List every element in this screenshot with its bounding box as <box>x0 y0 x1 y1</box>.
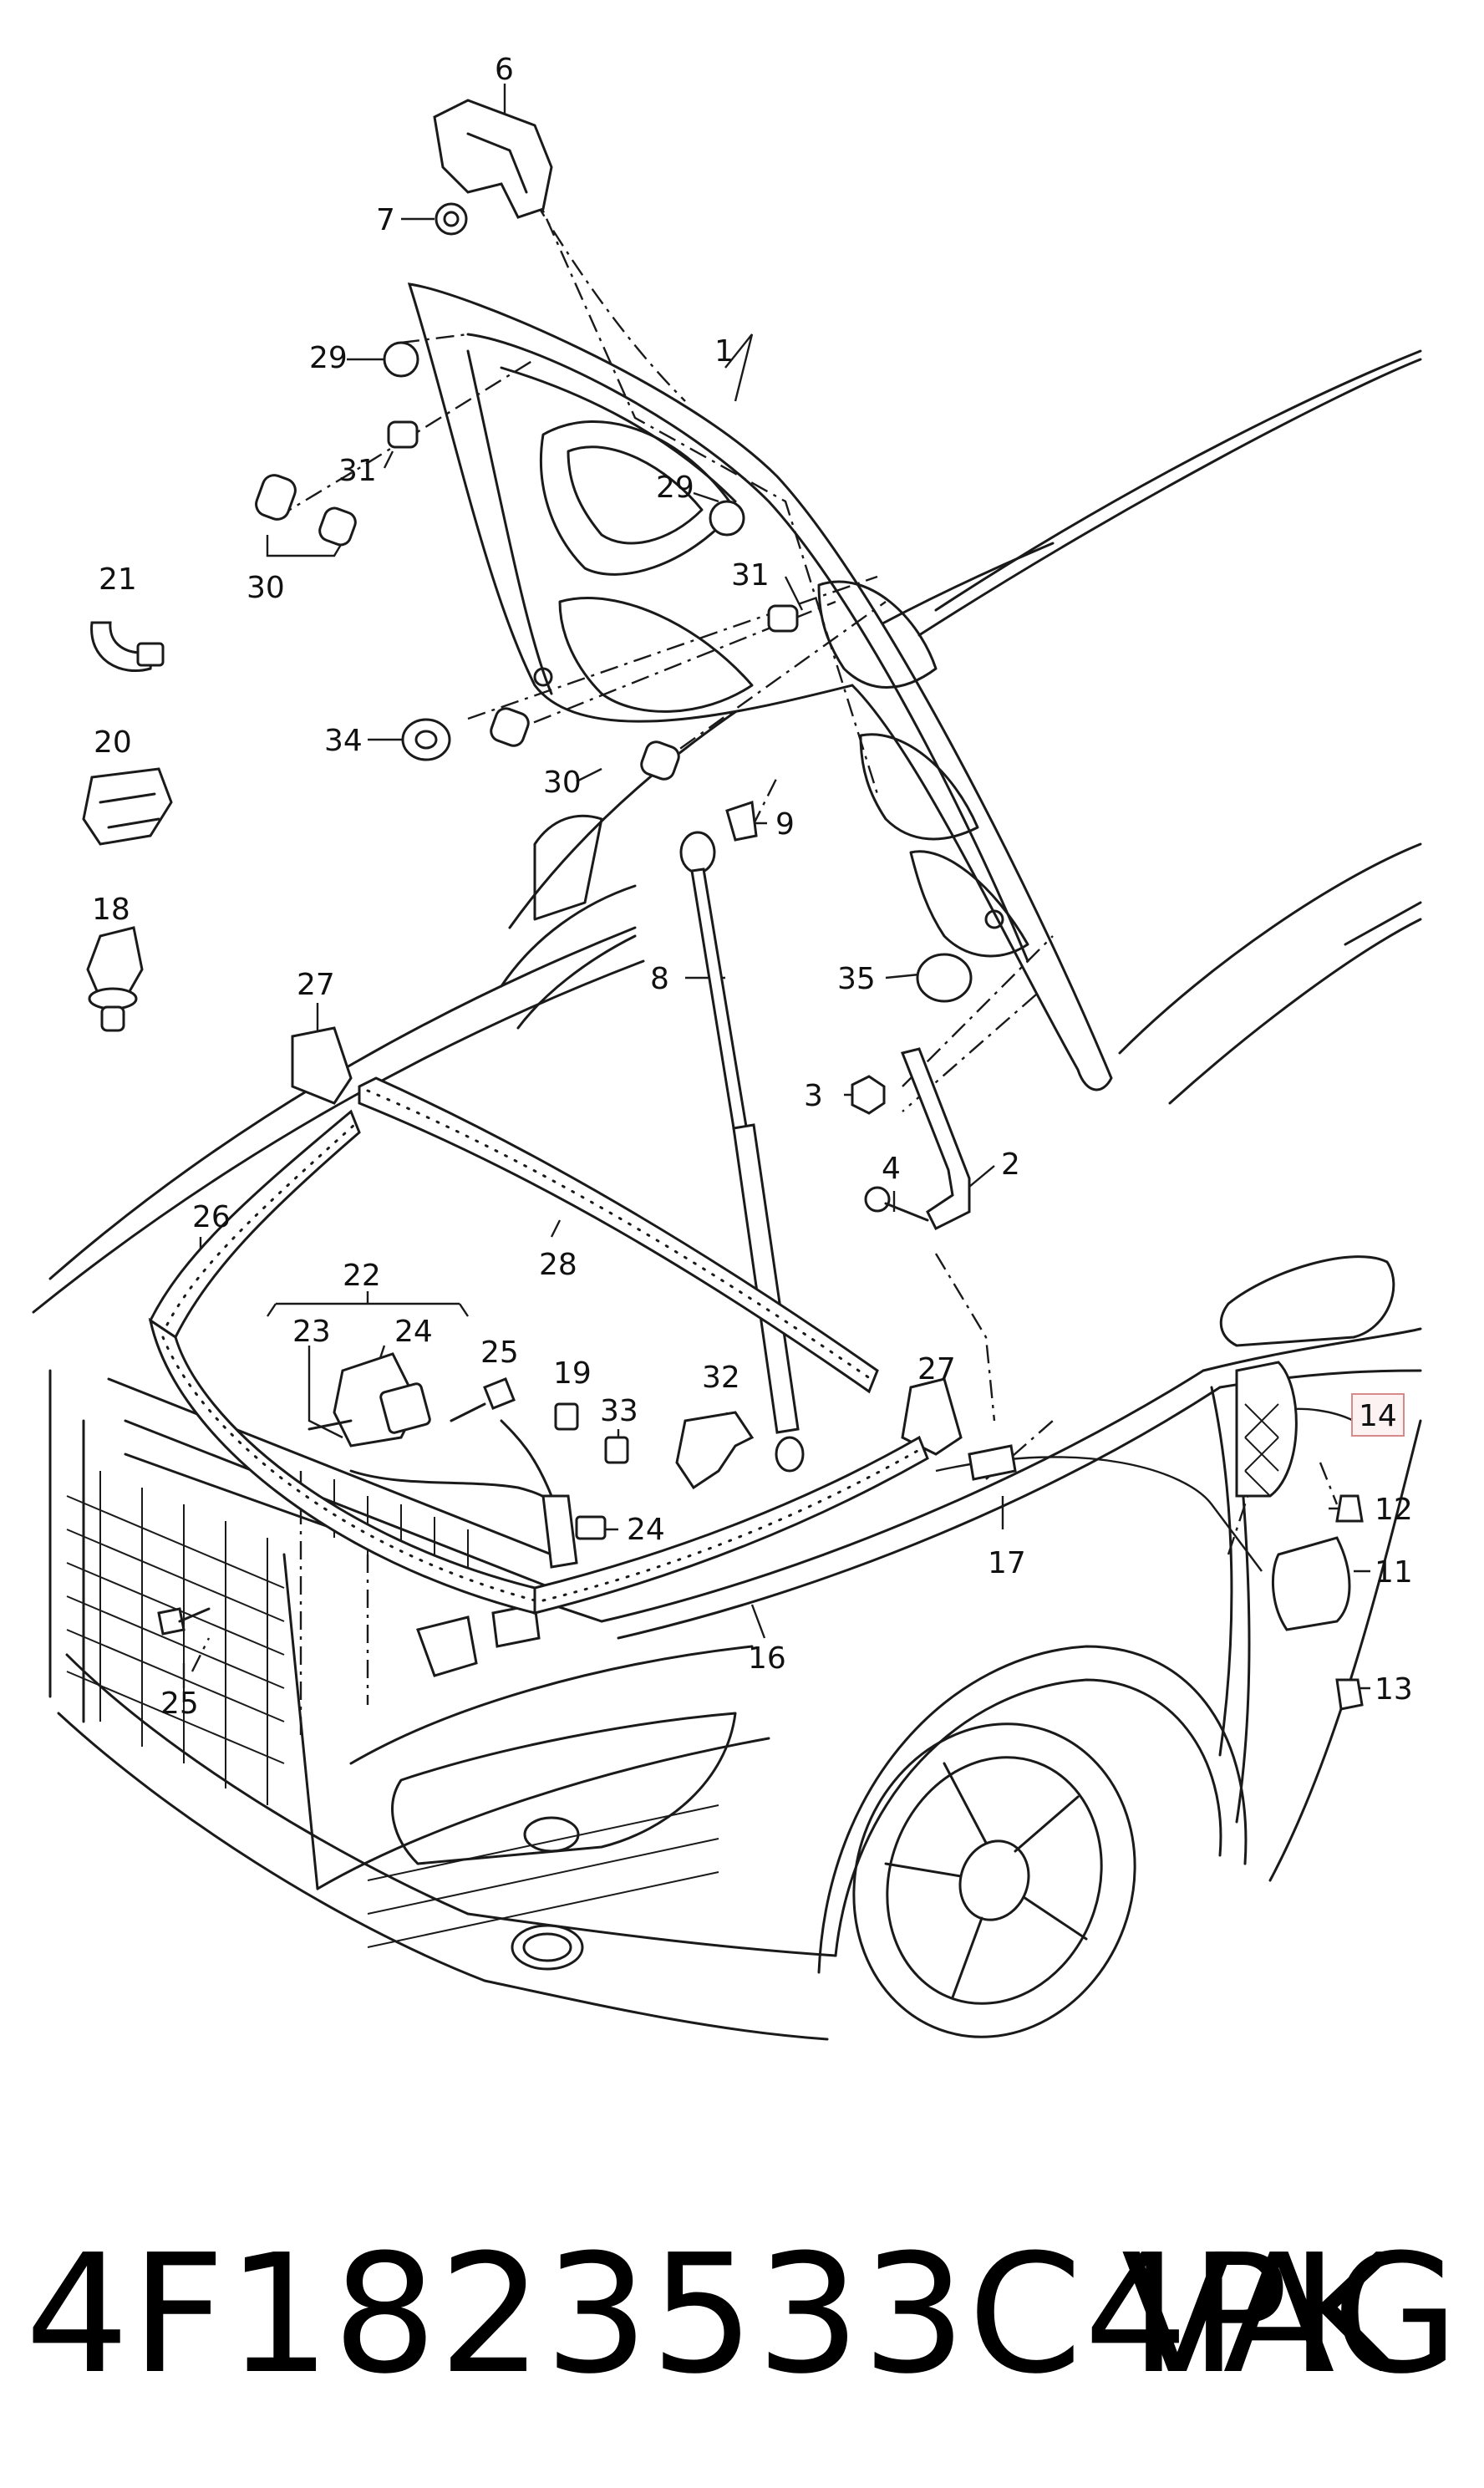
callout-27b: 27 <box>917 1352 956 1386</box>
seals <box>148 1076 929 1615</box>
callout-11: 11 <box>1375 1555 1413 1590</box>
callout-3: 3 <box>804 1079 823 1113</box>
exploded-parts-diagram: 6 7 29 1 31 29 30 31 21 34 30 20 9 18 8 … <box>32 53 1422 2041</box>
highlight-box <box>1351 1393 1405 1437</box>
callout-24b: 24 <box>627 1513 665 1547</box>
leader-lines <box>182 84 1370 1738</box>
callout-29a: 29 <box>309 341 348 375</box>
callout-27a: 27 <box>297 968 335 1002</box>
callout-29b: 29 <box>656 471 694 505</box>
callout-18: 18 <box>92 893 130 927</box>
callout-31b: 31 <box>731 558 770 593</box>
callout-21: 21 <box>99 562 137 597</box>
callout-12: 12 <box>1375 1493 1413 1527</box>
callout-2: 2 <box>1001 1147 1020 1182</box>
footer: 4F1823533C4PK VAG <box>0 2206 1484 2424</box>
callout-6: 6 <box>495 53 514 87</box>
callout-7: 7 <box>376 203 395 237</box>
callout-22: 22 <box>343 1259 381 1293</box>
car-body-outline <box>32 349 1422 2041</box>
callout-1: 1 <box>714 334 734 369</box>
callout-34: 34 <box>324 724 363 758</box>
callout-19: 19 <box>553 1356 592 1391</box>
brand-label: VAG <box>1121 2220 1459 2410</box>
callout-35: 35 <box>837 962 876 996</box>
callout-25b: 25 <box>160 1687 199 1721</box>
callout-24a: 24 <box>394 1315 433 1349</box>
callout-8: 8 <box>650 962 669 996</box>
callout-32: 32 <box>702 1361 740 1395</box>
callout-30b: 30 <box>543 766 582 800</box>
callout-4: 4 <box>882 1152 901 1186</box>
callout-26: 26 <box>192 1200 231 1234</box>
callout-14: 14 <box>1359 1399 1397 1433</box>
callout-33: 33 <box>600 1394 638 1428</box>
callout-25a: 25 <box>480 1336 519 1370</box>
callout-30a: 30 <box>246 571 285 605</box>
callout-20: 20 <box>94 725 132 760</box>
callout-numbers: 6 7 29 1 31 29 30 31 21 34 30 20 9 18 8 … <box>92 53 1413 1721</box>
callout-16: 16 <box>748 1641 786 1676</box>
callout-17: 17 <box>988 1546 1026 1580</box>
part-number: 4F1823533C4PK <box>25 2220 1400 2410</box>
callout-9: 9 <box>775 807 795 842</box>
small-parts <box>82 99 1364 1711</box>
callout-23: 23 <box>292 1315 331 1349</box>
callout-28: 28 <box>539 1248 577 1282</box>
bonnet-panel <box>407 282 1113 1091</box>
callout-31a: 31 <box>338 454 377 488</box>
callout-13: 13 <box>1375 1672 1413 1707</box>
